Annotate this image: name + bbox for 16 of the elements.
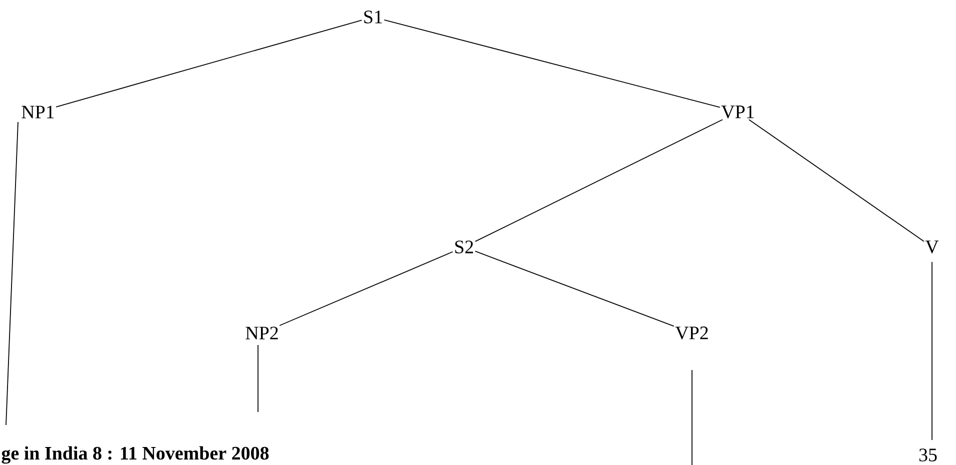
tree-node-label: VP1 — [721, 106, 754, 118]
tree-branch — [474, 250, 674, 327]
tree-branch — [474, 119, 723, 242]
tree-branch — [6, 122, 18, 426]
footer-text: ge in India 8 : 11 November 2008 — [0, 445, 270, 465]
tree-node-label: VP2 — [675, 326, 708, 340]
tree-node-label: S2 — [455, 240, 473, 254]
tree-node-label: NP2 — [246, 326, 278, 340]
tree-branch — [748, 119, 924, 242]
tree-node-label: NP1 — [22, 106, 54, 118]
tree-branch — [56, 20, 362, 108]
tree-node-label: V — [925, 240, 939, 254]
footer-text: 35 — [918, 448, 938, 462]
tree-node-label: S1 — [364, 10, 382, 24]
tree-branch — [279, 251, 454, 326]
tree-branch — [384, 19, 720, 108]
